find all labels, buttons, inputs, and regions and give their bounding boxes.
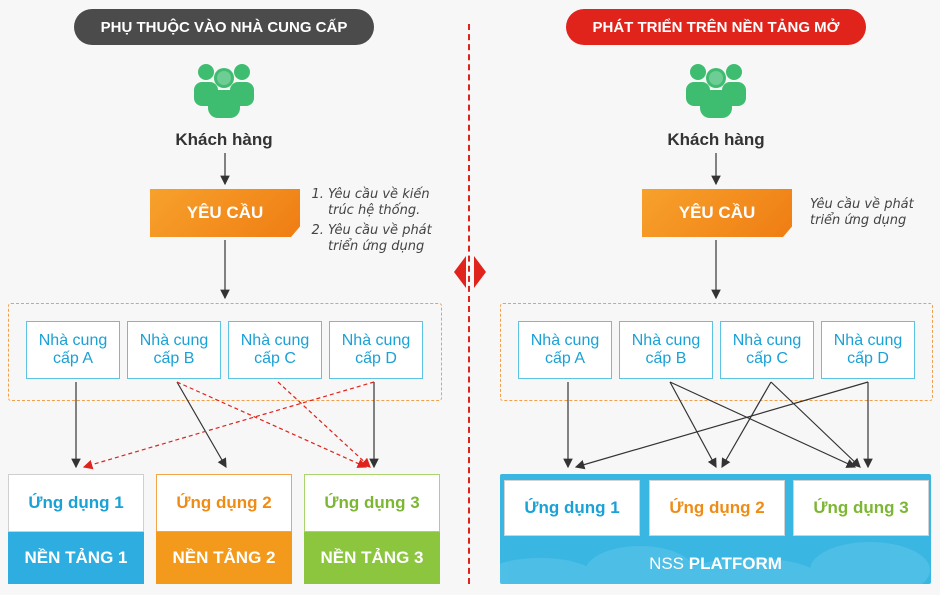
- right-request-box: YÊU CẦU: [642, 189, 792, 237]
- left-app-1: Ứng dụng 1: [8, 474, 144, 532]
- arrow-rb-to-app2: [669, 381, 717, 469]
- left-vendor-a: Nhà cung cấp A: [26, 321, 120, 379]
- right-customer-label: Khách hàng: [667, 130, 765, 149]
- platform-3: NỀN TẢNG 3: [304, 532, 440, 584]
- left-note-1: Yêu cầu về kiến trúc hệ thống.: [328, 187, 450, 219]
- platform-2: NỀN TẢNG 2: [156, 532, 292, 584]
- left-request-notes: Yêu cầu về kiến trúc hệ thống. Yêu cầu v…: [310, 187, 450, 259]
- right-app-1: Ứng dụng 1: [504, 480, 640, 536]
- platform-3-column: Ứng dụng 3 NỀN TẢNG 3: [304, 474, 440, 584]
- platform-2-column: Ứng dụng 2 NỀN TẢNG 2: [156, 474, 292, 584]
- right-request-note: Yêu cầu về phát triển ứng dụng: [810, 197, 914, 228]
- cloud-decoration: [500, 542, 930, 584]
- right-vendor-a: Nhà cung cấp A: [518, 321, 612, 379]
- arrow-d-to-p1-red: [82, 381, 375, 470]
- right-app-2: Ứng dụng 2: [649, 480, 785, 536]
- customer-group-icon: [686, 64, 746, 118]
- left-note-2: Yêu cầu về phát triển ứng dụng: [328, 223, 450, 255]
- arrow-rc-to-app2: [721, 381, 772, 469]
- right-vendor-b: Nhà cung cấp B: [619, 321, 713, 379]
- right-vendor-d: Nhà cung cấp D: [821, 321, 915, 379]
- arrow-rd-to-app1: [574, 381, 869, 470]
- nss-label-suffix: PLATFORM: [688, 554, 782, 573]
- left-vendor-c: Nhà cung cấp C: [228, 321, 322, 379]
- divider-arrows-icon: [454, 256, 486, 288]
- left-app-2: Ứng dụng 2: [156, 474, 292, 532]
- arrow-rb-to-app3: [669, 381, 857, 468]
- nss-label-prefix: NSS: [649, 554, 685, 573]
- left-title: PHỤ THUỘC VÀO NHÀ CUNG CẤP: [74, 9, 374, 45]
- right-app-3: Ứng dụng 3: [793, 480, 929, 536]
- center-divider: [468, 24, 470, 584]
- left-vendor-d: Nhà cung cấp D: [329, 321, 423, 379]
- right-vendor-zone: [500, 303, 933, 401]
- nss-platform: Ứng dụng 1 Ứng dụng 2 Ứng dụng 3 NSS PLA…: [500, 474, 931, 584]
- arrow-c-to-p3-red: [277, 381, 371, 468]
- arrow-rc-to-app3: [770, 381, 861, 468]
- left-vendor-zone: [8, 303, 442, 401]
- arrow-b-to-p2: [176, 381, 227, 469]
- left-app-3: Ứng dụng 3: [304, 474, 440, 532]
- platform-1-column: Ứng dụng 1 NỀN TẢNG 1: [8, 474, 144, 584]
- right-title: PHÁT TRIỂN TRÊN NỀN TẢNG MỞ: [566, 9, 866, 45]
- arrow-b-to-p3-red: [176, 381, 368, 468]
- customer-group-icon: [194, 64, 254, 118]
- left-customer-label: Khách hàng: [175, 130, 273, 149]
- left-request-box: YÊU CẦU: [150, 189, 300, 237]
- nss-platform-label: NSS PLATFORM: [500, 554, 931, 574]
- platform-1: NỀN TẢNG 1: [8, 532, 144, 584]
- left-vendor-b: Nhà cung cấp B: [127, 321, 221, 379]
- right-vendor-c: Nhà cung cấp C: [720, 321, 814, 379]
